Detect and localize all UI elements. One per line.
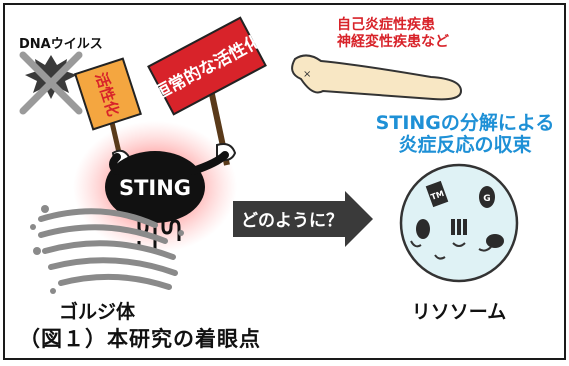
degradation-label-1: STINGの分解による	[376, 111, 555, 134]
dna-virus-icon	[19, 51, 83, 115]
fragment-label-tm: TM	[430, 189, 446, 202]
patient-icon: ×	[291, 54, 463, 101]
sting-label: STING	[119, 176, 191, 200]
lysosome-icon: TM G	[399, 163, 519, 283]
arrow-label: どのように？	[241, 211, 343, 231]
virus-label: DNAウイルス	[19, 37, 103, 52]
process-arrow	[233, 191, 373, 247]
disease-label-2: 神経変性疾患など	[337, 33, 449, 50]
figure-frame: DNAウイルス 活性化 恒常的な活性化 STING ゴルジ体	[3, 3, 566, 360]
degradation-label-2: 炎症反応の収束	[398, 133, 532, 156]
lysosome-label: リソソーム	[412, 301, 506, 323]
golgi-label: ゴルジ体	[59, 300, 136, 323]
fragment-label-g: G	[483, 194, 490, 204]
golgi-vesicles-icon	[30, 205, 184, 294]
sting-protein	[105, 151, 205, 223]
disease-label-1: 自己炎症性疾患	[337, 16, 435, 33]
diagram-canvas: DNAウイルス 活性化 恒常的な活性化 STING ゴルジ体	[19, 16, 555, 323]
svg-text:×: ×	[303, 69, 311, 80]
figure-caption: （図１）本研究の着眼点	[19, 327, 261, 351]
golgi-icon	[38, 208, 178, 290]
